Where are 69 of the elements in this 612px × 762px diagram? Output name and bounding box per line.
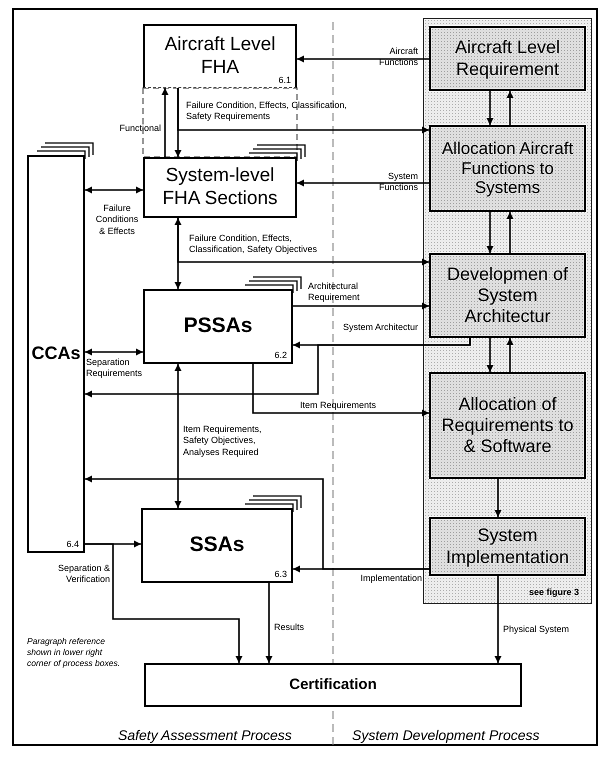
process-box bbox=[429, 517, 586, 576]
process-box bbox=[144, 663, 522, 707]
process-box bbox=[143, 157, 297, 218]
process-box bbox=[141, 508, 293, 583]
process-box bbox=[429, 253, 586, 338]
arrow bbox=[486, 91, 494, 125]
arrow bbox=[266, 583, 272, 663]
arrow bbox=[297, 180, 429, 186]
section-title: System Development Process bbox=[352, 727, 540, 743]
arrow bbox=[506, 338, 514, 372]
edge-label: Architectural Requirement bbox=[308, 281, 361, 304]
process-box bbox=[429, 125, 586, 212]
process-box bbox=[429, 372, 586, 479]
arrow bbox=[486, 338, 494, 372]
process-box bbox=[27, 155, 85, 553]
edge-label: Functional bbox=[118, 123, 161, 134]
arrow bbox=[506, 212, 514, 253]
edge-label: System Functions bbox=[378, 171, 418, 194]
arrow bbox=[494, 576, 502, 663]
box-title: SSAs bbox=[188, 533, 246, 558]
edge-label: Physical System bbox=[503, 624, 570, 636]
arrow bbox=[486, 212, 494, 253]
edge-label: Separation Requirements bbox=[86, 357, 144, 380]
figure-reference: see figure 3 bbox=[528, 587, 579, 597]
edge-label: Separation & Verification bbox=[56, 563, 110, 586]
arrow bbox=[162, 88, 168, 157]
arrow bbox=[177, 218, 429, 266]
edge-label: Results bbox=[274, 622, 306, 634]
edge-label: Item Requirements bbox=[300, 400, 378, 412]
arrow bbox=[85, 186, 143, 194]
arrow bbox=[252, 364, 429, 416]
paragraph-number: 6.1 bbox=[278, 75, 291, 85]
paragraph-number: 6.3 bbox=[274, 569, 287, 579]
edge-label: Item Requirements, Safety Objectives, Analyses Required bbox=[183, 424, 263, 458]
process-box bbox=[143, 24, 297, 88]
box-title: Allocation of Requirements to & Software bbox=[440, 394, 575, 458]
arrow bbox=[85, 543, 242, 663]
box-title: Aircraft Level Requirement bbox=[454, 37, 562, 80]
box-title: Developmen of System Architectur bbox=[446, 264, 570, 328]
arrow bbox=[494, 479, 502, 517]
arrow bbox=[174, 364, 182, 508]
process-box bbox=[143, 289, 293, 364]
arrow bbox=[293, 302, 429, 310]
process-box bbox=[429, 26, 586, 91]
arrow bbox=[177, 88, 429, 134]
box-title: System Implementation bbox=[444, 525, 570, 568]
arrow bbox=[297, 56, 429, 62]
edge-label: Failure Condition, Effects, Classification, Safety Objectives bbox=[189, 233, 318, 256]
box-title: Aircraft Level FHA bbox=[164, 34, 276, 79]
box-title: CCAs bbox=[30, 343, 82, 365]
shaded-panel bbox=[423, 18, 592, 604]
note: Paragraph reference shown in lower right corner of process boxes. bbox=[27, 636, 122, 670]
paragraph-number: 6.4 bbox=[66, 539, 79, 549]
edge-label: Implementation bbox=[359, 573, 422, 584]
edge-label: Failure Condition, Effects, Classification, Safety Requirements bbox=[186, 100, 348, 122]
edge-label: Failure Conditions & Effects bbox=[94, 203, 140, 237]
arrow bbox=[85, 338, 471, 398]
edge-label: Aircraft Functions bbox=[378, 46, 418, 68]
box-title: Certification bbox=[288, 676, 378, 694]
arrow bbox=[85, 348, 143, 356]
box-title: Allocation Aircraft Functions to Systems bbox=[440, 138, 574, 198]
arrow bbox=[506, 91, 514, 125]
section-title: Safety Assessment Process bbox=[118, 727, 292, 743]
edge-label: System Architectur bbox=[342, 322, 418, 334]
arrow bbox=[174, 218, 182, 289]
paragraph-number: 6.2 bbox=[274, 350, 287, 360]
arrow bbox=[85, 476, 429, 570]
box-title: System-level FHA Sections bbox=[161, 165, 279, 210]
box-title: PSSAs bbox=[182, 314, 254, 339]
